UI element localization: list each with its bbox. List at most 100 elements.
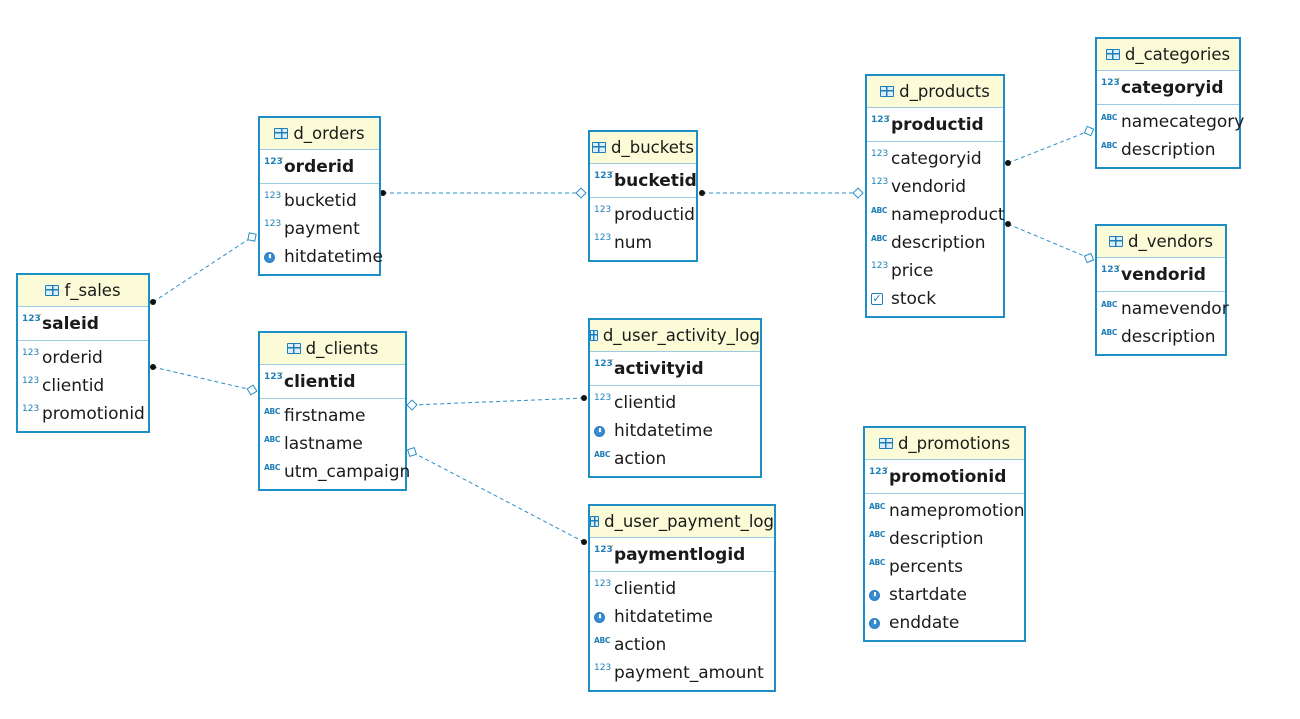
column-row[interactable]: startdate (865, 581, 1024, 609)
relationship-d_products-d_vendors[interactable] (1005, 221, 1095, 264)
text-type-icon: ABC (871, 234, 888, 244)
relationship-d_products-d_categories[interactable] (1005, 125, 1095, 166)
table-header[interactable]: d_categories (1097, 39, 1239, 71)
table-header[interactable]: d_buckets (590, 132, 696, 164)
column-row[interactable]: hitdatetime (590, 417, 760, 445)
relationship-d_user_activity_log-d_clients[interactable] (406, 395, 587, 411)
primary-key-column[interactable]: 123′clientid (260, 365, 405, 399)
table-header[interactable]: d_user_payment_log (590, 506, 774, 538)
column-row[interactable]: hitdatetime (260, 243, 383, 271)
primary-key-icon: 123′ (871, 113, 891, 125)
column-row[interactable]: ✓stock (867, 285, 1003, 313)
table-name: d_orders (293, 124, 365, 143)
primary-key-column[interactable]: 123′paymentlogid (590, 538, 774, 572)
primary-key-column[interactable]: 123′bucketid (590, 164, 697, 198)
primary-key-column[interactable]: 123′categoryid (1097, 71, 1239, 105)
numeric-type-icon: 123 (594, 392, 612, 403)
primary-key-column[interactable]: 123′saleid (18, 307, 148, 341)
text-type-icon: ABC (869, 558, 886, 568)
table-header[interactable]: f_sales (18, 275, 148, 307)
column-name: hitdatetime (614, 607, 713, 627)
relationship-f_sales-d_clients[interactable] (150, 364, 258, 396)
many-end-dot (699, 190, 705, 196)
relationship-d_orders-d_buckets[interactable] (380, 187, 587, 199)
primary-key-column[interactable]: 123′activityid (590, 352, 760, 386)
text-type-icon: ABC (1101, 328, 1118, 338)
table-header[interactable]: d_clients (260, 333, 405, 365)
column-name: namecategory (1121, 112, 1245, 132)
primary-key-column[interactable]: 123′productid (867, 108, 1003, 142)
column-row[interactable]: enddate (865, 609, 1024, 637)
table-header[interactable]: d_vendors (1097, 226, 1225, 258)
column-row[interactable]: hitdatetime (590, 603, 774, 631)
datetime-type-icon (594, 611, 605, 623)
table-header[interactable]: d_user_activity_log (590, 320, 760, 352)
text-type-icon: ABC (1101, 113, 1118, 123)
primary-key-column[interactable]: 123′vendorid (1097, 258, 1225, 292)
one-end-diamond (575, 187, 587, 199)
relationship-d_buckets-d_products[interactable] (699, 187, 864, 199)
column-name: orderid (42, 348, 103, 368)
relationship-f_sales-d_orders[interactable] (150, 232, 257, 305)
column-name: clientid (42, 376, 105, 396)
relationship-d_user_payment_log-d_clients[interactable] (406, 446, 587, 545)
column-name: paymentlogid (614, 544, 746, 565)
table-header[interactable]: d_orders (260, 118, 379, 150)
column-name: productid (614, 205, 695, 225)
table-header[interactable]: d_products (867, 76, 1003, 108)
text-type-icon: ABC (594, 636, 611, 646)
numeric-type-icon: 123 (594, 232, 612, 243)
numeric-type-icon: 123 (264, 190, 282, 201)
primary-key-icon: 123′ (594, 543, 614, 555)
numeric-type-icon: 123 (871, 260, 889, 271)
boolean-type-icon: ✓ (871, 292, 883, 305)
primary-key-column[interactable]: 123′orderid (260, 150, 379, 184)
datetime-type-icon (869, 617, 880, 629)
column-name: percents (889, 557, 963, 577)
column-name: action (614, 449, 667, 469)
column-name: clientid (284, 371, 356, 392)
primary-key-column[interactable]: 123′promotionid (865, 460, 1024, 494)
table-header[interactable]: d_promotions (865, 428, 1024, 460)
numeric-type-icon: 123 (22, 375, 40, 386)
